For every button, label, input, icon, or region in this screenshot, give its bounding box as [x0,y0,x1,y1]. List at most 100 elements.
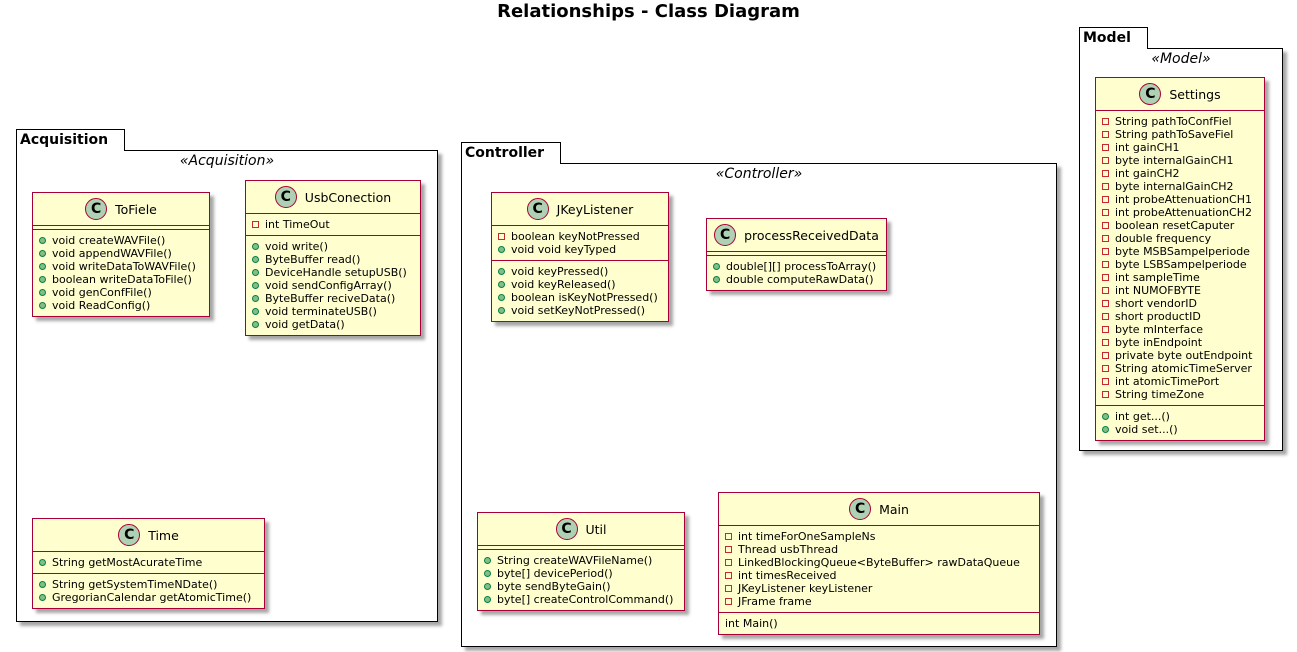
class-name: UsbConection [304,189,392,205]
field-text: short productID [1115,310,1201,323]
method-text: void ReadConfig() [52,299,151,312]
field-text: boolean resetCaputer [1115,219,1235,232]
private-visibility-icon [1102,196,1109,203]
method-row: void appendWAVFile() [39,247,205,260]
method-row: int get...() [1102,410,1260,423]
package-tab: Acquisition [16,129,126,151]
method-row: void terminateUSB() [252,305,416,318]
class-icon: C [118,524,141,546]
field-row: int atomicTimePort [1102,375,1260,388]
class-icon: C [555,518,578,540]
methods-section: void createWAVFile()void appendWAVFile()… [33,229,209,316]
method-row: int Main() [725,617,1035,630]
private-visibility-icon [1102,222,1109,229]
method-text: void writeDataToWAVFile() [52,260,196,273]
public-visibility-icon [39,289,46,296]
method-text: GregorianCalendar getAtomicTime() [52,591,252,604]
method-text: String getSystemTimeNDate() [52,578,218,591]
methods-section: void keyPressed()void keyReleased()boole… [492,260,668,321]
private-visibility-icon [1102,313,1109,320]
field-row: void void keyTyped [498,243,664,256]
method-text: boolean writeDataToFile() [52,273,192,286]
field-text: int TimeOut [265,218,330,231]
methods-section: void write()ByteBuffer read()DeviceHandl… [246,235,420,335]
method-row: void keyPressed() [498,265,664,278]
package-stereotype: «Controller» [715,166,803,182]
public-visibility-icon [1102,413,1109,420]
field-row: byte LSBSampelperiode [1102,258,1260,271]
method-text: void keyPressed() [511,265,609,278]
field-text: byte mInterface [1115,323,1204,336]
method-text: void createWAVFile() [52,234,166,247]
public-visibility-icon [498,246,505,253]
private-visibility-icon [1102,144,1109,151]
private-visibility-icon [725,572,732,579]
private-visibility-icon [1102,326,1109,333]
public-visibility-icon [39,250,46,257]
class-icon: C [714,224,737,246]
field-row: String getMostAcurateTime [39,556,260,569]
private-visibility-icon [1102,365,1109,372]
field-text: private byte outEndpoint [1115,349,1253,362]
method-row: byte[] createControlCommand() [484,593,680,606]
method-text: ByteBuffer reciveData() [265,292,396,305]
class-header: C ToFiele [33,193,209,226]
class-icon: C [526,198,549,220]
field-row: int timesReceived [725,569,1035,582]
field-row: byte internalGainCH1 [1102,154,1260,167]
field-row: byte internalGainCH2 [1102,180,1260,193]
field-row: JKeyListener keyListener [725,582,1035,595]
public-visibility-icon [498,268,505,275]
public-visibility-icon [713,263,720,270]
method-row: void createWAVFile() [39,234,205,247]
class-name: ToFiele [115,201,157,217]
private-visibility-icon [1102,300,1109,307]
field-row: byte MSBSampelperiode [1102,245,1260,258]
field-text: int timeForOneSampleNs [738,530,876,543]
method-row: void getData() [252,318,416,331]
field-text: int sampleTime [1115,271,1200,284]
class-icon: C [85,198,108,220]
method-row: void writeDataToWAVFile() [39,260,205,273]
method-text: void sendConfigArray() [265,279,392,292]
field-row: short productID [1102,310,1260,323]
method-text: void write() [265,240,329,253]
public-visibility-icon [484,570,491,577]
public-visibility-icon [39,263,46,270]
field-row: int gainCH1 [1102,141,1260,154]
method-text: void keyReleased() [511,278,616,291]
field-text: int NUMOFBYTE [1115,284,1201,297]
private-visibility-icon [1102,352,1109,359]
field-text: JFrame frame [738,595,812,608]
field-text: boolean keyNotPressed [511,230,640,243]
field-text: int probeAttenuationCH2 [1115,206,1253,219]
field-row: int probeAttenuationCH2 [1102,206,1260,219]
method-row: void setKeyNotPressed() [498,304,664,317]
private-visibility-icon [1102,378,1109,385]
method-row: void keyReleased() [498,278,664,291]
field-row: byte inEndpoint [1102,336,1260,349]
methods-section: double[][] processToArray()double comput… [707,255,886,290]
field-row: boolean keyNotPressed [498,230,664,243]
field-row: int gainCH2 [1102,167,1260,180]
fields-section: int TimeOut [246,214,420,235]
class-tofiele[interactable]: C ToFiele void createWAVFile()void appendW… [32,192,210,317]
class-name: JKeyListener [556,201,634,217]
public-visibility-icon [484,583,491,590]
field-row: String pathToConfFiel [1102,115,1260,128]
private-visibility-icon [498,233,505,240]
field-row: short vendorID [1102,297,1260,310]
method-text: byte[] createControlCommand() [497,593,674,606]
private-visibility-icon [1102,209,1109,216]
